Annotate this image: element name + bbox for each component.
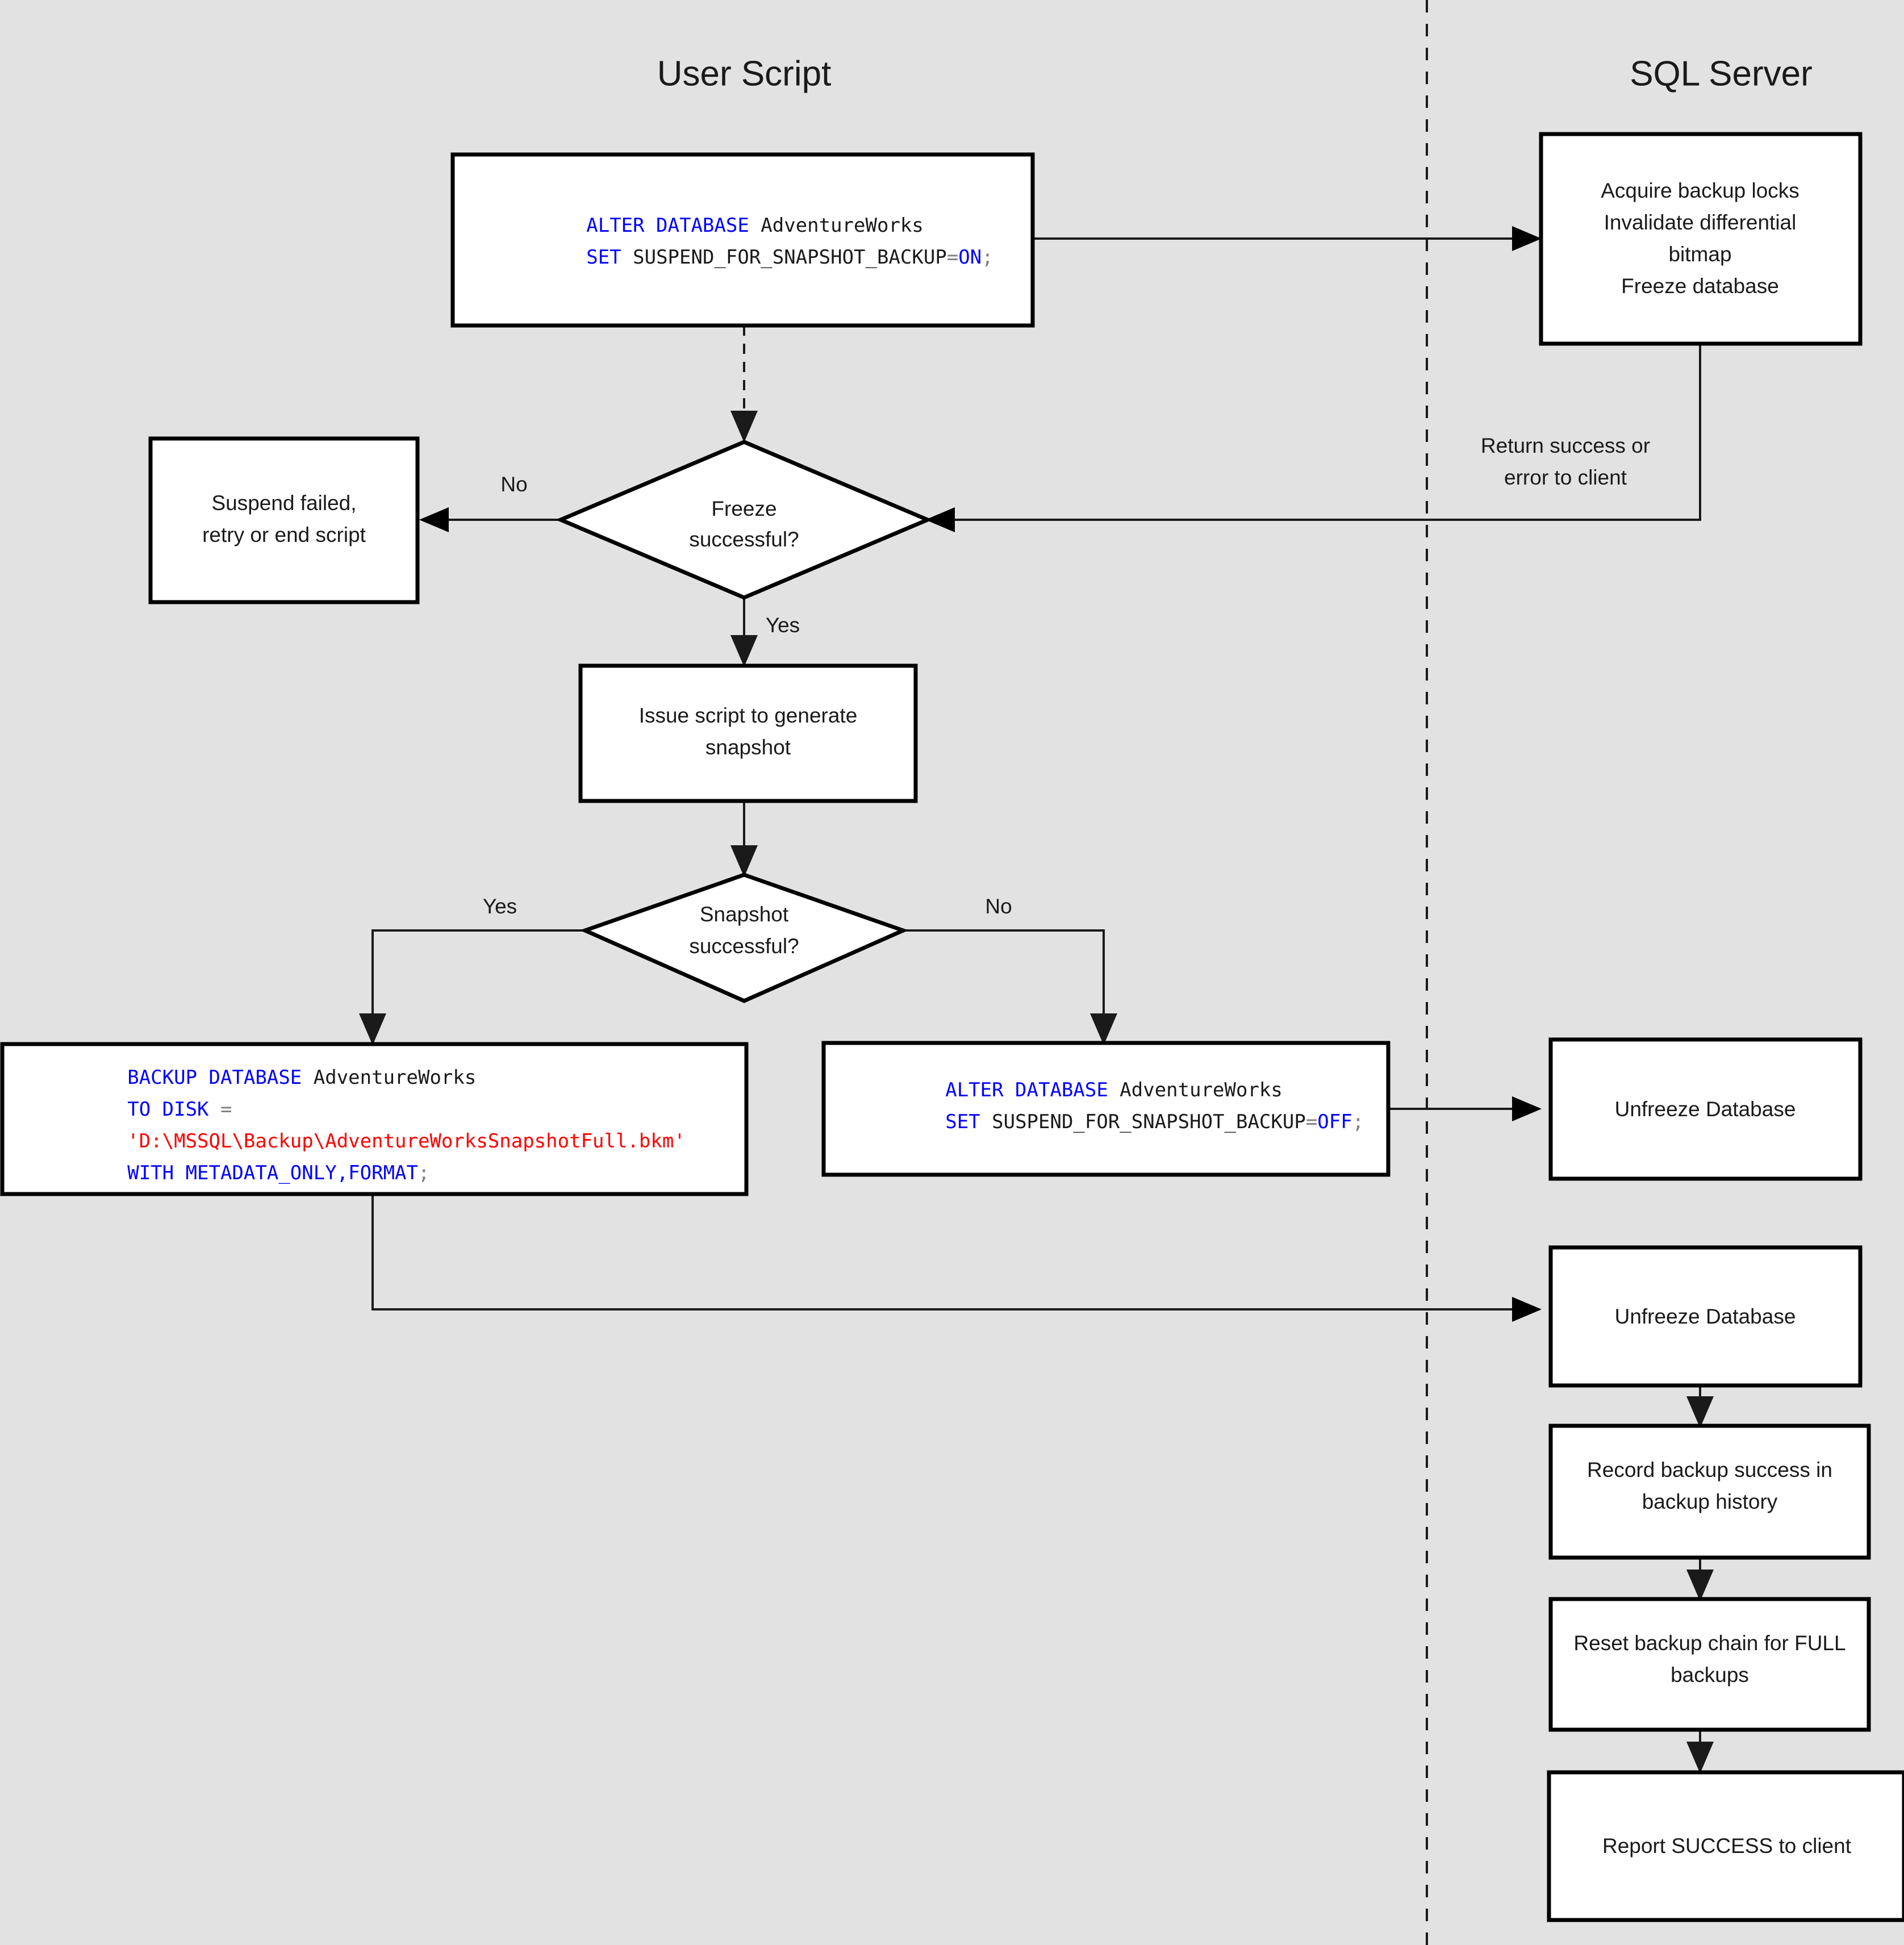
node-unfreeze-database-2[interactable]: Unfreeze Database	[1548, 1245, 1863, 1388]
code-token: 'D:\MSSQL\Backup\AdventureWorksSnapshotF…	[127, 1130, 686, 1153]
node-line: Freeze database	[1621, 274, 1779, 298]
edge-label-freeze-no: No	[500, 473, 527, 496]
edge-label-snapshot-yes: Yes	[483, 895, 517, 918]
edge-label-snapshot-no: No	[985, 895, 1012, 918]
svg-text:BACKUP DATABASE AdventureWorks: BACKUP DATABASE AdventureWorks	[23, 1066, 558, 1089]
node-line: successful?	[689, 528, 799, 551]
connector-acquire-locks-to-freeze-decision	[925, 344, 1701, 532]
connector-snapshot-no-to-alter-off	[903, 929, 1117, 1045]
svg-text:ALTER DATABASE AdventureWorks: ALTER DATABASE AdventureWorks	[482, 214, 1005, 237]
node-line: Unfreeze Database	[1615, 1305, 1796, 1328]
edge-label-return-to-client-line-1: Return success or	[1481, 434, 1650, 457]
code-token: SET	[945, 1111, 992, 1133]
node-line: Acquire backup locks	[1601, 179, 1799, 202]
node-acquire-backup-locks[interactable]: Acquire backup locks Invalidate differen…	[1539, 132, 1863, 346]
code-token: =	[220, 1098, 232, 1121]
code-token: ALTER DATABASE	[945, 1079, 1120, 1101]
node-backup-database[interactable]: BACKUP DATABASE AdventureWorks TO DISK =…	[0, 1042, 767, 1196]
node-issue-script-generate-snapshot[interactable]: Issue script to generate snapshot	[578, 663, 918, 803]
code-token: SUSPEND_FOR_SNAPSHOT_BACKUP	[992, 1111, 1306, 1133]
lane-title-user-script: User Script	[657, 54, 832, 93]
node-line: Suspend failed,	[211, 491, 356, 515]
node-report-success-to-client[interactable]: Report SUCCESS to client	[1547, 1770, 1904, 1922]
node-line: Reset backup chain for FULL	[1573, 1631, 1845, 1655]
code-token: ON	[958, 246, 982, 269]
node-line: backups	[1671, 1663, 1749, 1687]
code-token: TO DISK	[127, 1098, 220, 1121]
node-line: Invalidate differential	[1604, 211, 1797, 234]
node-line: Record backup success in	[1587, 1458, 1832, 1481]
node-suspend-failed[interactable]: Suspend failed, retry or end script	[148, 436, 420, 604]
svg-text:ALTER DATABASE AdventureWorks: ALTER DATABASE AdventureWorks	[841, 1079, 1364, 1101]
node-line: Unfreeze Database	[1615, 1097, 1796, 1121]
code-token: SUSPEND_FOR_SNAPSHOT_BACKUP	[633, 246, 947, 269]
code-token: OFF	[1317, 1111, 1352, 1133]
node-line: successful?	[689, 934, 799, 958]
node-alter-database-off[interactable]: ALTER DATABASE AdventureWorks SET SUSPEN…	[821, 1041, 1446, 1177]
code-token: SET	[586, 246, 633, 269]
node-line: bitmap	[1668, 243, 1731, 266]
svg-text:SET SUSPEND_FOR_SNAPSHOT_BACKU: SET SUSPEND_FOR_SNAPSHOT_BACKUP=ON;	[482, 246, 1075, 269]
svg-text:'D:\MSSQL\Backup\AdventureWork: 'D:\MSSQL\Backup\AdventureWorksSnapshotF…	[23, 1130, 767, 1153]
code-token: =	[947, 246, 958, 269]
node-line: Issue script to generate	[639, 704, 858, 727]
edge-label-freeze-yes: Yes	[766, 613, 800, 637]
node-freeze-successful-decision[interactable]: Freeze successful?	[556, 440, 933, 600]
svg-text:WITH METADATA_ONLY,FORMAT;: WITH METADATA_ONLY,FORMAT;	[23, 1162, 511, 1184]
edge-label-return-to-client-line-2: error to client	[1504, 466, 1627, 489]
lane-title-sql-server: SQL Server	[1630, 54, 1813, 93]
code-token: ;	[1352, 1111, 1364, 1133]
svg-text:SET SUSPEND_FOR_SNAPSHOT_BACKU: SET SUSPEND_FOR_SNAPSHOT_BACKUP=OFF;	[841, 1111, 1446, 1133]
node-record-backup-success[interactable]: Record backup success in backup history	[1548, 1424, 1871, 1560]
code-token: ;	[982, 246, 993, 269]
node-line: retry or end script	[202, 523, 366, 546]
node-line: Snapshot	[700, 903, 789, 926]
code-token: WITH METADATA_ONLY,FORMAT	[127, 1162, 418, 1184]
node-unfreeze-database-1[interactable]: Unfreeze Database	[1548, 1037, 1863, 1181]
code-token: ;	[418, 1162, 429, 1184]
node-line: snapshot	[705, 736, 791, 759]
code-token: BACKUP DATABASE	[127, 1066, 314, 1089]
node-snapshot-successful-decision[interactable]: Snapshot successful?	[579, 873, 909, 1003]
node-line: Freeze	[711, 497, 776, 520]
node-alter-database-on[interactable]: ALTER DATABASE AdventureWorks SET SUSPEN…	[450, 152, 1075, 328]
code-token: =	[1306, 1111, 1317, 1133]
code-token: ALTER DATABASE	[586, 214, 761, 237]
connector-backup-database-to-unfreeze-2	[371, 1194, 1542, 1322]
node-line: backup history	[1642, 1490, 1778, 1513]
svg-text:TO DISK =: TO DISK =	[23, 1098, 314, 1121]
code-token: AdventureWorks	[761, 214, 924, 237]
code-token: AdventureWorks	[314, 1066, 477, 1089]
node-line: Report SUCCESS to client	[1602, 1834, 1852, 1858]
connector-snapshot-yes-to-backup-database	[359, 929, 585, 1045]
node-reset-backup-chain[interactable]: Reset backup chain for FULL backups	[1548, 1597, 1871, 1732]
code-token: AdventureWorks	[1120, 1079, 1283, 1101]
